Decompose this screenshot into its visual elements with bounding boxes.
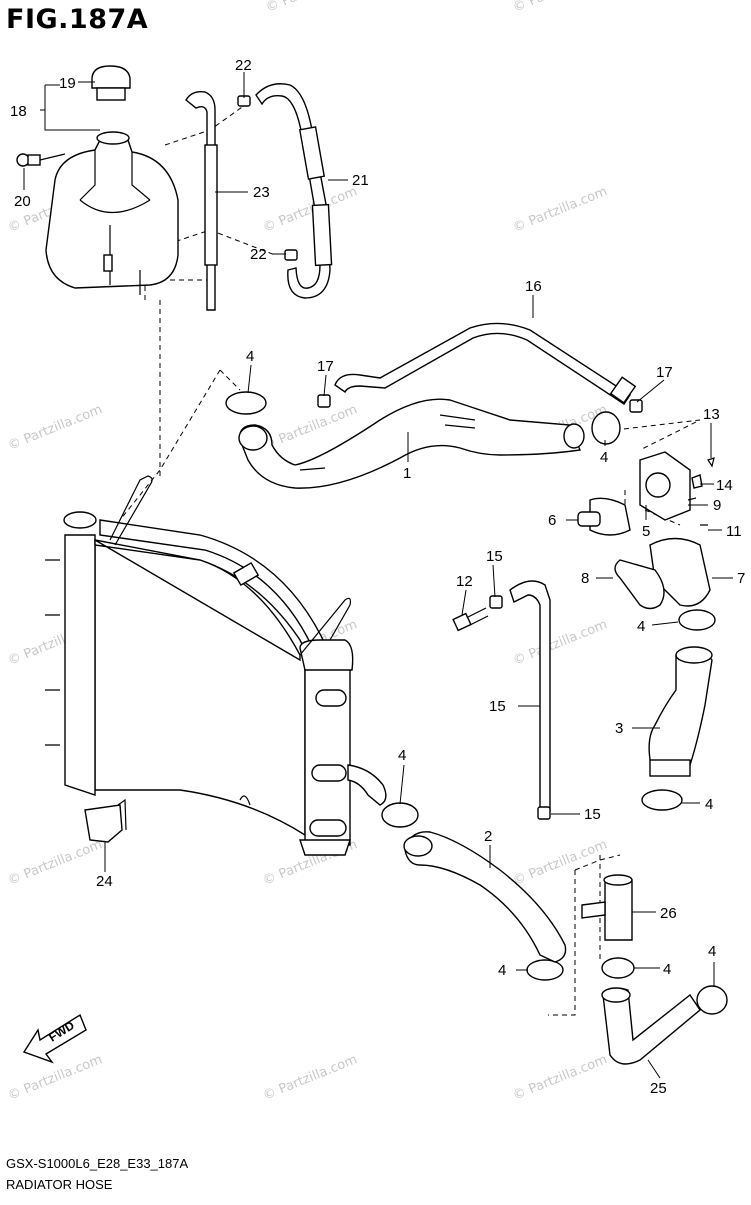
callout-23: 23 <box>253 184 270 201</box>
callout-14: 15 <box>489 698 506 715</box>
callout-16: 16 <box>525 278 542 295</box>
fwd-arrow: FWD <box>22 1013 87 1064</box>
callout-4a: 4 <box>246 348 254 365</box>
svg-text:© Partzilla.com: © Partzilla.com <box>264 0 363 16</box>
callout-18: 18 <box>10 103 27 120</box>
callout-15a: 15 <box>486 548 503 565</box>
callout-4e: 4 <box>705 796 713 813</box>
callout-26: 26 <box>660 905 677 922</box>
clamp-15 <box>489 595 551 820</box>
callout-12: 14 <box>716 477 733 494</box>
clamp-17 <box>317 394 643 413</box>
svg-text:© Partzilla.com: © Partzilla.com <box>261 184 360 235</box>
reservoir-tank <box>45 131 179 295</box>
callout-2: 2 <box>484 828 492 845</box>
svg-text:© Partzilla.com: © Partzilla.com <box>6 1052 105 1103</box>
hose-23 <box>185 90 218 311</box>
svg-text:© Partzilla.com: © Partzilla.com <box>6 837 105 888</box>
reservoir-cap <box>91 65 131 101</box>
leader-lines <box>23 72 733 1079</box>
thermostat-assembly <box>577 451 715 610</box>
hose-2 <box>403 831 567 963</box>
hose-16 <box>334 322 637 405</box>
callout-22b: 22 <box>250 246 267 263</box>
callout-10: 11 <box>726 523 742 540</box>
callout-6: 6 <box>548 512 556 529</box>
callout-8: 7 <box>737 570 745 587</box>
clamp-22 <box>237 95 298 261</box>
svg-text:© Partzilla.com: © Partzilla.com <box>261 1052 360 1103</box>
hose-25 <box>601 987 701 1065</box>
callout-17a: 17 <box>317 358 334 375</box>
bolt-20 <box>16 153 66 167</box>
callout-25: 25 <box>650 1080 667 1097</box>
callout-4d: 4 <box>398 747 406 764</box>
callout-3: 3 <box>615 720 623 737</box>
callout-24: 24 <box>96 873 113 890</box>
callout-15b: 15 <box>584 806 601 823</box>
bolt-13 <box>452 607 489 632</box>
hose-21 <box>255 83 333 299</box>
callout-5: 5 <box>642 523 650 540</box>
callout-4h: 4 <box>663 961 671 978</box>
hose-14 <box>509 580 551 811</box>
svg-text:© Partzilla.com: © Partzilla.com <box>511 0 610 16</box>
callout-21: 21 <box>352 172 369 189</box>
callout-1: 1 <box>403 465 411 482</box>
svg-text:© Partzilla.com: © Partzilla.com <box>6 402 105 453</box>
callout-4g: 4 <box>498 962 506 979</box>
callout-22: 22 <box>235 57 252 74</box>
callout-17b: 17 <box>656 364 673 381</box>
svg-text:© Partzilla.com: © Partzilla.com <box>511 617 610 668</box>
pipe-26 <box>581 874 633 941</box>
svg-text:© Partzilla.com: © Partzilla.com <box>511 1052 610 1103</box>
callout-20: 20 <box>14 193 31 210</box>
radiator <box>45 475 387 856</box>
svg-text:© Partzilla.com: © Partzilla.com <box>511 184 610 235</box>
svg-text:© Partzilla.com: © Partzilla.com <box>511 837 610 888</box>
callout-4f: 4 <box>708 943 716 960</box>
figure-title: FIG.187A <box>6 4 149 35</box>
clamp-24 <box>84 798 127 843</box>
figure-code: GSX-S1000L6_E28_E33_187A <box>6 1156 189 1171</box>
callout-7: 9 <box>713 497 721 514</box>
callout-9: 8 <box>581 570 589 587</box>
callout-19: 19 <box>59 75 76 92</box>
callout-11: 13 <box>703 406 720 423</box>
hose-3 <box>648 646 713 777</box>
figure-caption: RADIATOR HOSE <box>6 1177 113 1192</box>
callout-13: 12 <box>456 573 473 590</box>
callouts: 19 18 20 22 21 23 22 16 4 17 17 13 1 4 1… <box>10 57 745 1097</box>
callout-4b: 4 <box>600 449 608 466</box>
clamp-4 <box>225 391 728 1015</box>
callout-4c: 4 <box>637 618 645 635</box>
hose-1 <box>238 398 585 489</box>
